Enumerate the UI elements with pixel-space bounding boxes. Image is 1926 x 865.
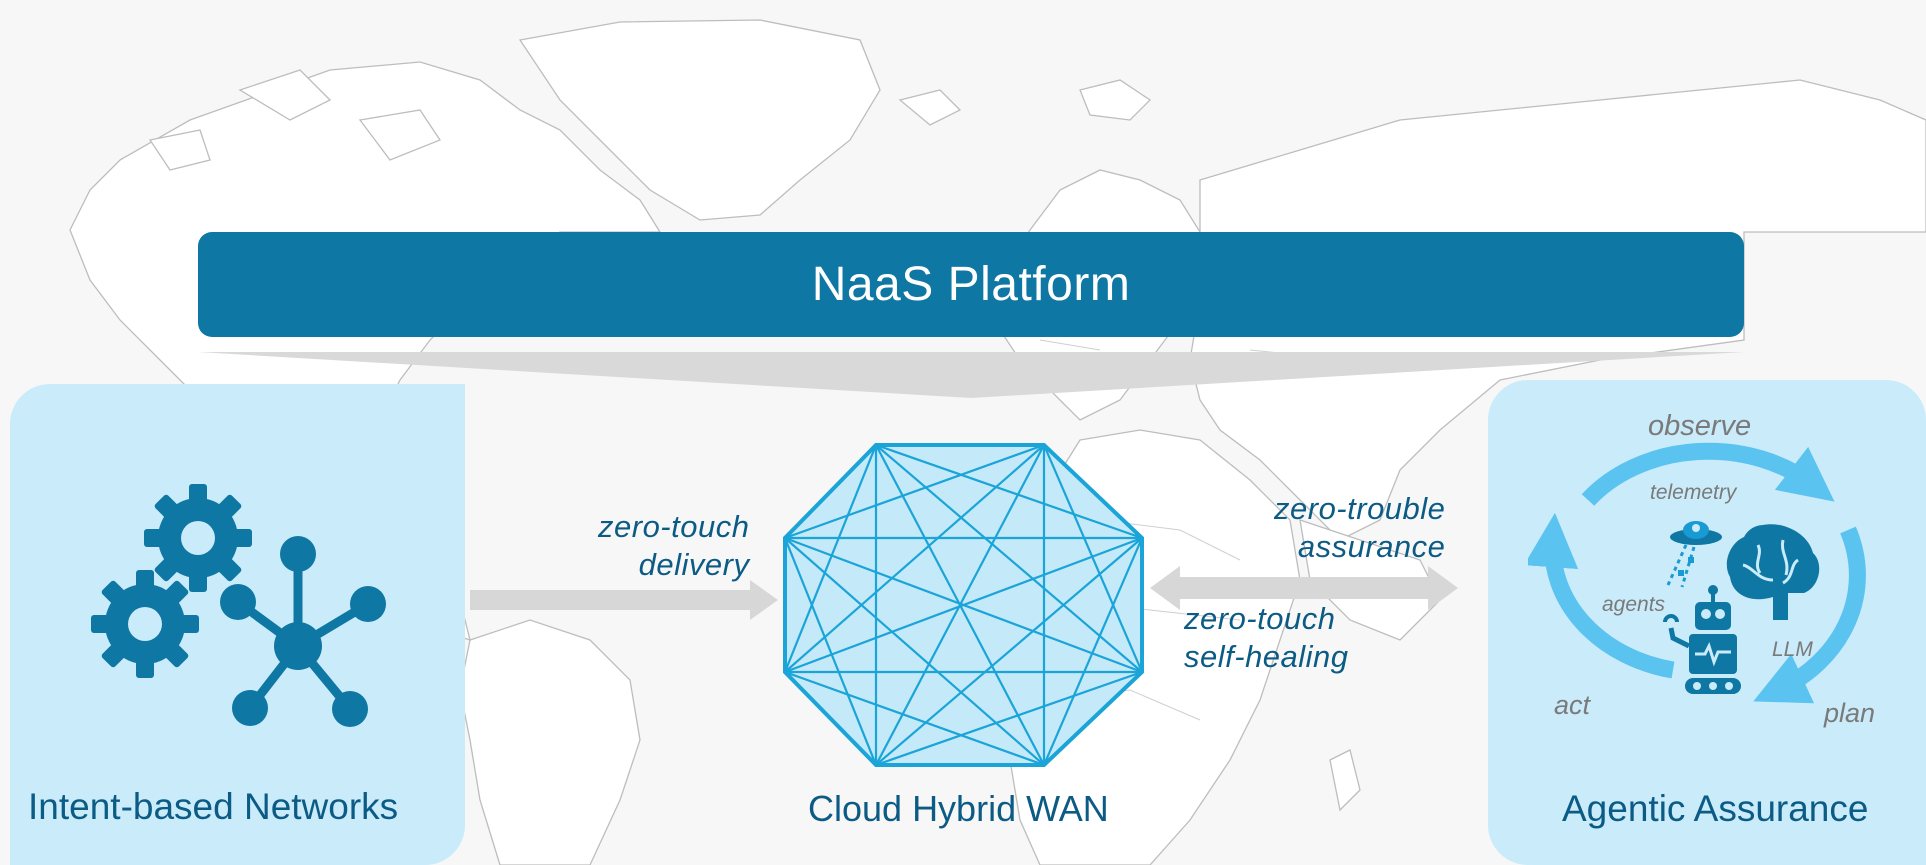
plan-label: plan [1824,698,1876,728]
agentic-assurance-panel: observe telemetry agents LLM act plan Ag… [1488,380,1926,865]
platform-funnel-shape [198,352,1744,398]
gear-icon [144,484,252,592]
naas-platform-banner: NaaS Platform [198,232,1744,337]
intent-based-networks-panel: Intent-based Networks [10,384,465,865]
wan-mesh-octagon [783,443,1144,767]
delivery-arrow [470,580,778,620]
zero-trouble-assurance-label: zero-trouble assurance [1274,491,1446,564]
llm-label: LLM [1772,638,1813,661]
platform-title: NaaS Platform [811,258,1131,311]
robot-icon [1663,585,1741,694]
loop-arrow-observe [1581,442,1835,506]
agentic-assurance-title: Agentic Assurance [1562,788,1869,829]
observe-label: observe [1648,410,1752,442]
agentic-loop-illustration [1528,442,1866,704]
zero-touch-delivery-label: zero-touch delivery [598,509,750,582]
gear-icon [91,570,199,678]
zero-touch-self-healing-label: zero-touch self-healing [1184,601,1349,674]
intent-based-networks-title: Intent-based Networks [28,786,399,827]
brain-icon [1726,524,1820,620]
satellite-icon [1666,521,1722,588]
agents-label: agents [1602,593,1666,616]
telemetry-label: telemetry [1650,481,1737,504]
gears-network-illustration [91,484,386,727]
bidirectional-assurance-arrow [1150,566,1458,610]
loop-arrow-plan [1753,526,1866,704]
act-label: act [1554,690,1591,720]
hub-network-icon [220,536,386,727]
cloud-hybrid-wan-title: Cloud Hybrid WAN [808,788,1109,829]
wan-mesh-lines [783,443,1144,767]
loop-arrow-act [1528,512,1675,679]
